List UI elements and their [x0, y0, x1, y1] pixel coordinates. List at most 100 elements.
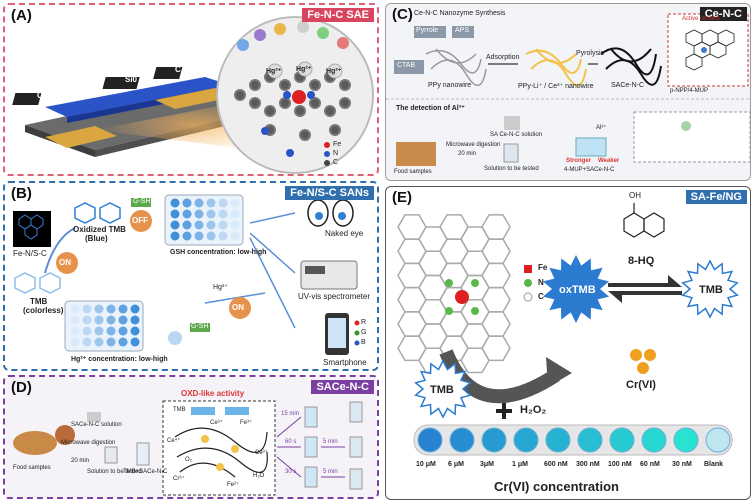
panel-d-label: (D)	[11, 379, 32, 396]
aps-label: APS	[455, 27, 470, 34]
color-well	[545, 427, 571, 453]
plate-well	[170, 198, 180, 208]
plate-well	[230, 198, 240, 208]
legend-n: N	[333, 150, 339, 157]
ion-label: Ce³⁺	[210, 420, 223, 426]
plate-well	[218, 220, 228, 230]
plate-well	[194, 220, 204, 230]
hg-ion-label: Hg²⁺	[213, 284, 228, 291]
plate-well	[70, 326, 80, 336]
plate-well	[170, 231, 180, 241]
chip-label-c: C	[37, 91, 43, 100]
time-label: 5 min	[323, 469, 338, 475]
pnpp-label: p-NPP/4-MUP	[670, 88, 709, 94]
panel-c-illustration	[386, 4, 750, 180]
off-label: OFF	[132, 216, 148, 225]
concentration-label: 60 nM	[640, 461, 660, 468]
uv-label: UV-vis spectrometer	[298, 292, 371, 301]
rgb-g: G	[361, 329, 367, 336]
8hq-molecule	[623, 203, 665, 238]
plate-well	[130, 326, 140, 336]
color-well	[577, 427, 603, 453]
concentration-label: 300 nM	[576, 461, 600, 468]
tmb-label: TMB	[173, 407, 186, 413]
sace-solution-label: SACe-N-C solution	[71, 422, 122, 428]
electrode	[155, 88, 233, 109]
color-well	[673, 427, 699, 453]
on-label: ON	[232, 303, 244, 312]
pyrolysis-label: Pyrolysis	[576, 50, 605, 57]
time-label: 60 s	[285, 439, 297, 445]
concentration-label: 1 μM	[512, 461, 528, 468]
food-label: Food samples	[394, 169, 432, 175]
stronger-label: Stronger	[566, 158, 592, 164]
ion-label: H₂O	[253, 473, 265, 479]
reverse-arrow	[608, 291, 682, 303]
tested-label: Solution to be tested	[484, 166, 539, 172]
plate-well	[106, 315, 116, 325]
axis-title: Cr(VI) concentration	[494, 479, 619, 494]
color-well	[609, 427, 635, 453]
panel-b: (B) Fe-N/S-C SANs Fe-N/S-C Oxidized TMB …	[3, 181, 379, 371]
food-label: Food samples	[13, 465, 51, 471]
plate-well	[118, 326, 128, 336]
adsorption-label: Adsorption	[486, 54, 520, 61]
plate-well	[130, 337, 140, 347]
on-badge	[56, 252, 78, 274]
synthesis-title: Ce-N-C Nanozyme Synthesis	[414, 10, 506, 17]
vial	[136, 442, 150, 466]
tmb-label: TMB	[30, 297, 48, 306]
rgb-b: B	[361, 339, 366, 346]
time-label: 5 min	[323, 439, 338, 445]
ion-label: Ce⁴⁺	[167, 438, 181, 444]
plate-well	[182, 220, 192, 230]
legend-c: C	[538, 292, 544, 301]
concentration-label: Blank	[704, 461, 724, 468]
oxd-title: OXD-like activity	[181, 389, 245, 398]
concentration-label: 10 μM	[416, 461, 436, 468]
ppy-li-nanowire	[525, 48, 587, 87]
plate-well	[194, 198, 204, 208]
hg-ion-label: Hg²⁺	[296, 66, 312, 73]
graphene-lattice	[397, 214, 511, 374]
ion-label: Ce³⁺	[255, 450, 268, 456]
sace-structure	[600, 47, 662, 86]
electrode	[45, 126, 117, 148]
gsh-label: G-SH	[133, 198, 151, 205]
panel-e-tag: SA-Fe/NG	[685, 190, 747, 204]
sace-label: SACe-N-C	[611, 82, 645, 89]
off-badge	[130, 210, 152, 232]
plate-well	[230, 209, 240, 219]
hg-concentration: Hg²⁺ concentration: low-high	[71, 356, 168, 363]
ion-label: Cr⁶⁺	[173, 476, 185, 482]
smartphone-label: Smartphone	[323, 358, 367, 367]
plate-well	[206, 220, 216, 230]
chip-label-si: Si0	[125, 75, 138, 84]
detection-scheme	[633, 111, 750, 163]
molecule-model	[234, 71, 351, 141]
panel-e: (E) SA-Fe/NG Fe N C oxTMB TMB TMB H₂O₂ 8…	[385, 186, 751, 500]
panel-a-label: (A)	[11, 7, 32, 24]
time-label: 20 min	[71, 458, 90, 464]
panel-c: (C) Ce-N-C Ce-N-C Nanozyme Synthesis Pyr…	[385, 3, 751, 181]
mix-label: TMB+SACe-N-C	[123, 469, 168, 475]
catalyst-label: Fe-N/S-C	[13, 249, 47, 258]
fe-atom	[455, 290, 469, 304]
plate-well	[94, 337, 104, 347]
plate-well	[106, 337, 116, 347]
color-well	[641, 427, 667, 453]
plate-well	[118, 304, 128, 314]
oh-label: OH	[629, 191, 641, 200]
ion-label: Fe²⁺	[227, 482, 240, 488]
legend-fe: Fe	[333, 141, 342, 148]
legend-n: N	[538, 278, 544, 287]
chip-label-c2: C	[175, 65, 181, 74]
tmb-label: TMB	[699, 284, 723, 296]
forward-arrow	[608, 275, 682, 287]
h2o2-label: H₂O₂	[520, 404, 547, 416]
plate-well	[70, 304, 80, 314]
food-samples-image	[13, 431, 57, 455]
oxtmb-star	[542, 255, 610, 323]
plate-well	[118, 315, 128, 325]
gsh-concentration: GSH concentration: low-high	[170, 249, 267, 256]
